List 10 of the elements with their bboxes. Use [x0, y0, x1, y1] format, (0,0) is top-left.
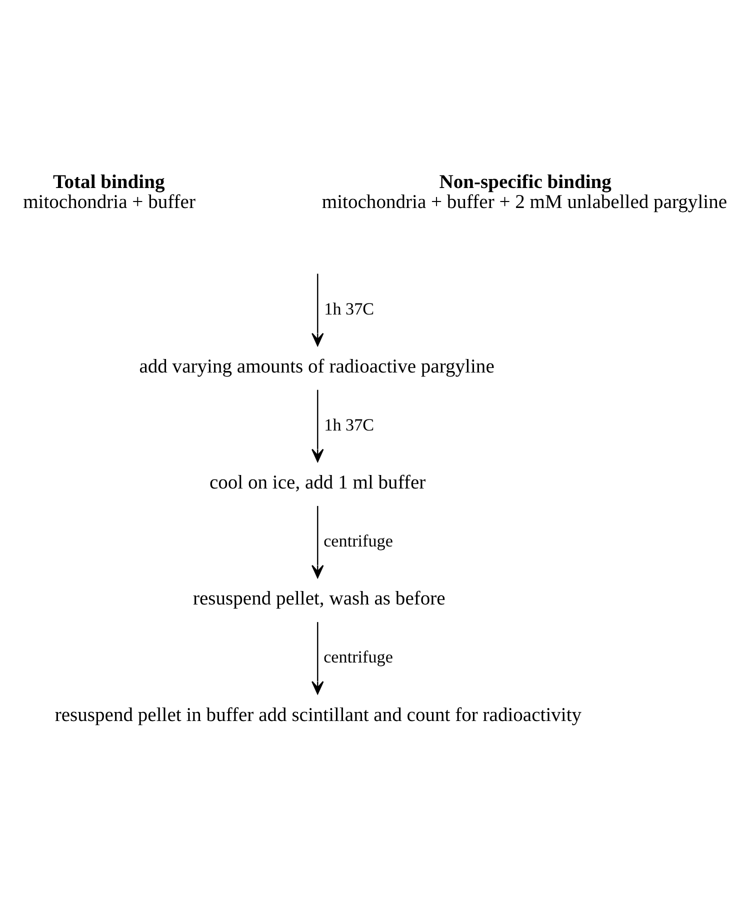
node-text: Total binding mitochondria + buffer — [23, 172, 196, 212]
node-text: resuspend pellet in buffer add scintillant and count for radioactivity — [54, 704, 582, 726]
node-text: resuspend pellet, wash as before — [192, 588, 446, 610]
edge-label: centrifuge — [324, 647, 393, 666]
edge-label: centrifuge — [324, 530, 393, 550]
node-text: Non-specific binding mitochondria + buffer + 2 mM unlabelled pargyline — [322, 172, 728, 212]
node-text: add varying amounts of radioactive pargyline — [139, 356, 494, 377]
edge-label: 1h 37C — [324, 414, 374, 434]
node-text: cool on ice, add 1 ml buffer — [209, 472, 426, 494]
edge-label: 1h 37C — [324, 298, 374, 318]
